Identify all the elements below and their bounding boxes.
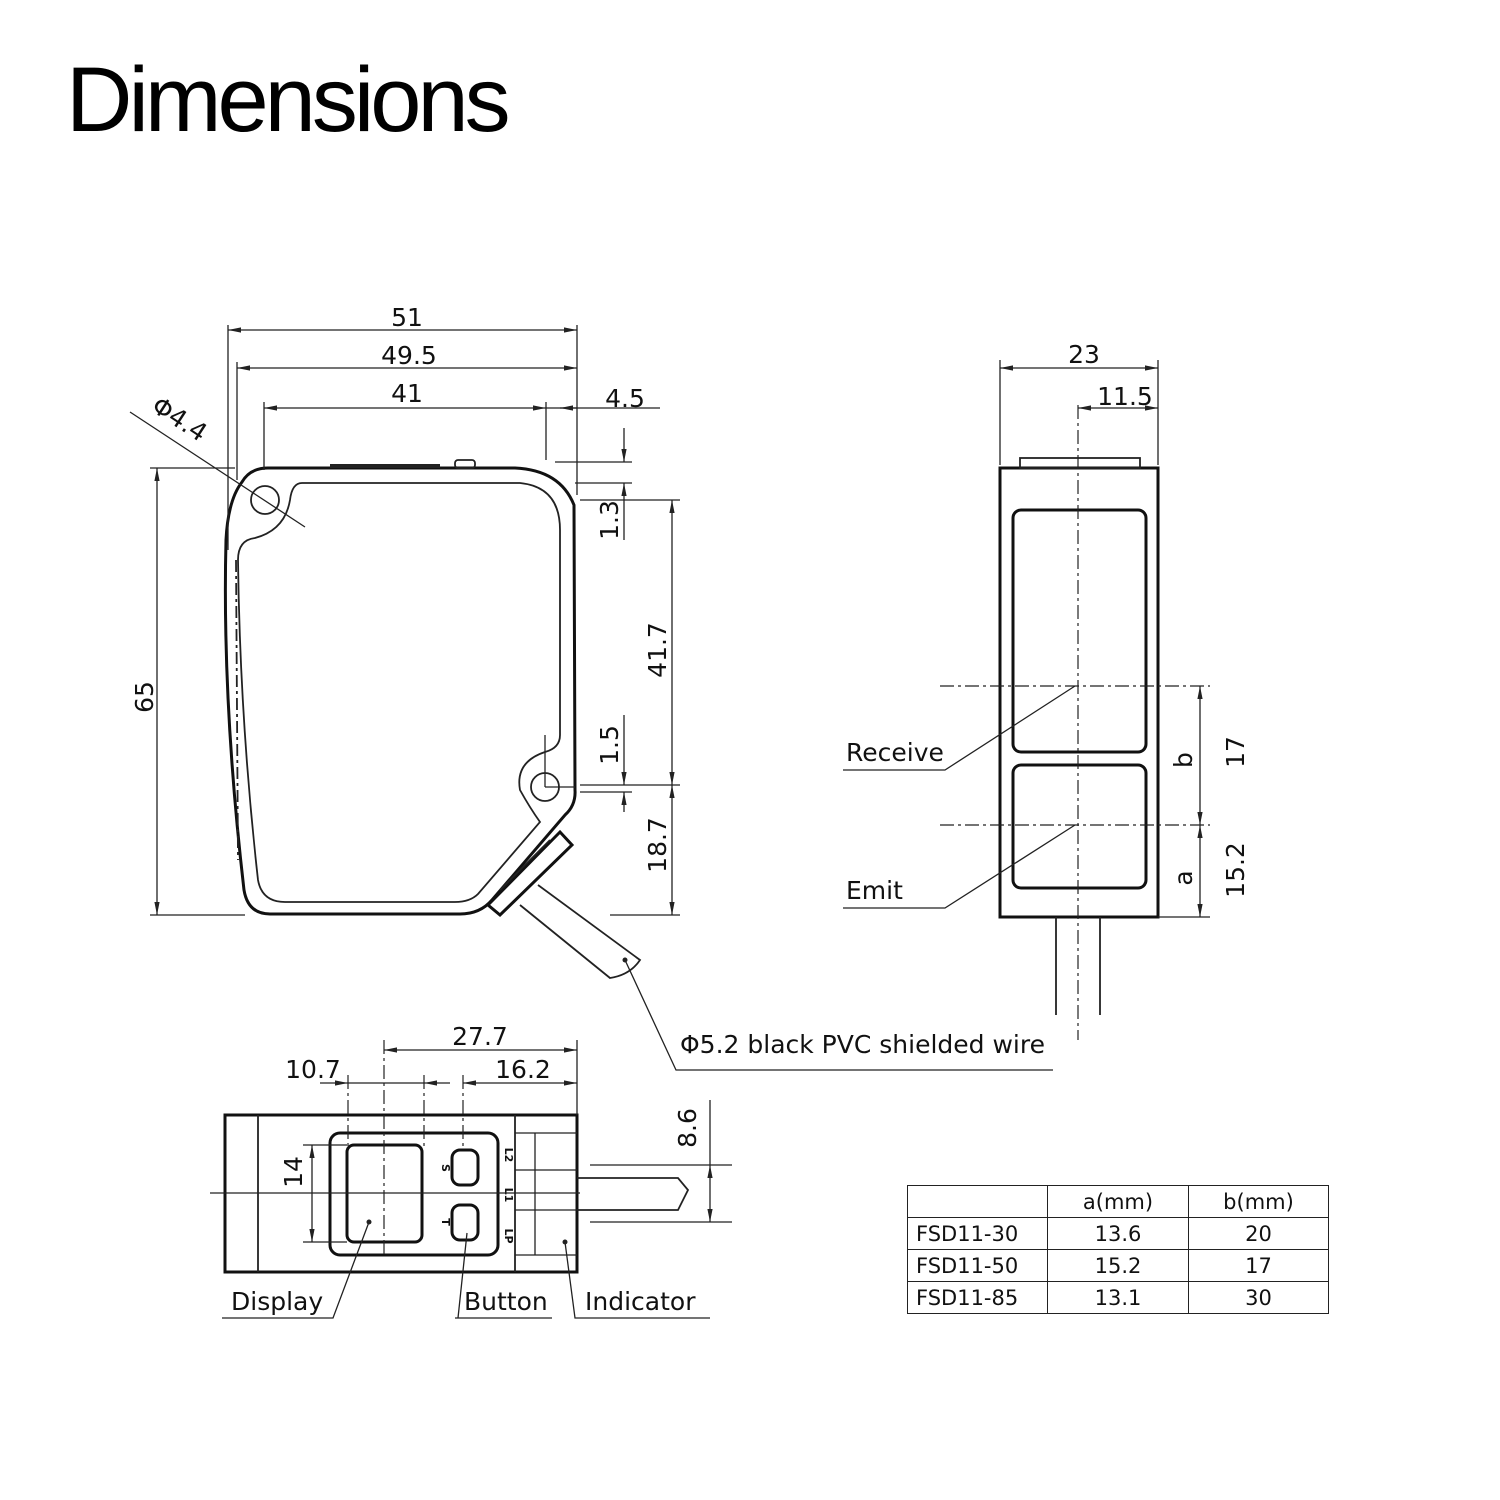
indicator-label: Indicator xyxy=(585,1287,696,1316)
table-header-model xyxy=(907,1185,1048,1218)
table-header-b: b(mm) xyxy=(1188,1185,1329,1218)
model-spec-table: a(mm) b(mm) FSD11-30 13.6 20 FSD11-50 15… xyxy=(907,1185,1329,1314)
dim-8-6: 8.6 xyxy=(673,1108,702,1148)
front-body-outline xyxy=(223,466,577,916)
dim-4-5: 4.5 xyxy=(605,384,645,413)
table-row: FSD11-85 13.1 30 xyxy=(907,1281,1329,1314)
dim-1-5: 1.5 xyxy=(595,725,624,765)
dim-15-2: 15.2 xyxy=(1221,842,1250,898)
dim-27-7: 27.7 xyxy=(452,1022,508,1051)
dim-10-7: 10.7 xyxy=(285,1055,341,1084)
a-cell: 15.2 xyxy=(1047,1249,1189,1282)
button-mark-s: S xyxy=(439,1164,452,1172)
dim-1-3: 1.3 xyxy=(595,500,624,540)
bottom-view: S T L2 L1 LP 27.7 10.7 16.2 14 8.6 Displ… xyxy=(210,1022,732,1319)
dim-51: 51 xyxy=(391,303,423,332)
control-panel xyxy=(328,1131,500,1257)
page-title: Dimensions xyxy=(66,49,511,151)
b-cell: 20 xyxy=(1188,1217,1329,1250)
indicator-mark-l1: L1 xyxy=(502,1188,515,1203)
side-view: 23 11.5 b a 17 15.2 Receive Emit xyxy=(843,340,1250,1040)
indicator-mark-l2: L2 xyxy=(502,1148,515,1163)
button-mark-t: T xyxy=(439,1218,452,1226)
front-inner-outline xyxy=(237,482,561,903)
dim-41-7: 41.7 xyxy=(643,622,672,678)
b-cell: 30 xyxy=(1188,1281,1329,1314)
side-body xyxy=(998,466,1160,919)
dim-23: 23 xyxy=(1068,340,1100,369)
bottom-wire xyxy=(577,1177,690,1211)
dim-49-5: 49.5 xyxy=(381,341,437,370)
model-cell: FSD11-30 xyxy=(907,1217,1048,1250)
dim-b: b xyxy=(1169,752,1198,768)
dim-17: 17 xyxy=(1221,736,1250,768)
dim-18-7: 18.7 xyxy=(643,817,672,873)
table-header-row: a(mm) b(mm) xyxy=(907,1185,1329,1218)
model-cell: FSD11-85 xyxy=(907,1281,1048,1314)
dim-41: 41 xyxy=(391,379,423,408)
display-label: Display xyxy=(231,1287,323,1316)
dim-11-5: 11.5 xyxy=(1097,382,1153,411)
receive-window xyxy=(1011,508,1148,754)
emit-label: Emit xyxy=(846,876,903,905)
front-view: 51 49.5 41 4.5 65 1.3 41.7 1.5 18.7 Φ4.4… xyxy=(129,303,1053,1071)
dim-16-2: 16.2 xyxy=(495,1055,551,1084)
dim-14: 14 xyxy=(279,1156,308,1188)
a-cell: 13.1 xyxy=(1047,1281,1189,1314)
front-side-seam xyxy=(235,559,239,861)
button-label: Button xyxy=(464,1287,548,1316)
wire-connector xyxy=(485,829,575,918)
table-header-a: a(mm) xyxy=(1047,1185,1189,1218)
a-cell: 13.6 xyxy=(1047,1217,1189,1250)
receive-label: Receive xyxy=(846,738,944,767)
emit-window xyxy=(1011,763,1148,890)
model-cell: FSD11-50 xyxy=(907,1249,1048,1282)
dim-65: 65 xyxy=(130,681,159,713)
side-top-bump xyxy=(1019,457,1141,469)
set-button xyxy=(450,1148,480,1187)
teach-button xyxy=(450,1203,480,1242)
wire-label: Φ5.2 black PVC shielded wire xyxy=(680,1030,1045,1059)
wire-stub xyxy=(519,884,642,979)
b-cell: 17 xyxy=(1188,1249,1329,1282)
indicator-mark-lp: LP xyxy=(502,1228,515,1243)
mount-hole-top xyxy=(250,485,280,515)
table-row: FSD11-50 15.2 17 xyxy=(907,1249,1329,1282)
dim-a: a xyxy=(1169,870,1198,885)
dim-hole-diameter: Φ4.4 xyxy=(147,391,213,448)
table-row: FSD11-30 13.6 20 xyxy=(907,1217,1329,1250)
